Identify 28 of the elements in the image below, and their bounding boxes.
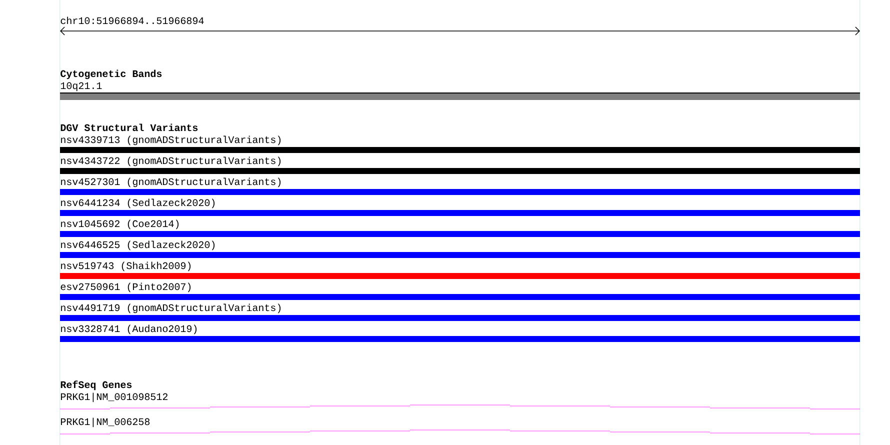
variant-track: nsv4343722 (gnomADStructuralVariants) (60, 156, 860, 174)
node-label: nsv6441234 (Sedlazeck2020) (61, 198, 215, 208)
variant-track: nsv519743 (Shaikh2009) (60, 262, 860, 279)
variant-track: esv2750961 (Pinto2007) (60, 282, 860, 300)
node-label: nsv6446525 (Sedlazeck2020) (61, 240, 215, 250)
track-heading: DGV Structural Variants (60, 124, 198, 132)
gene-track: PRKG1|NM_001098512 (60, 392, 860, 410)
node-label: 10q21.1 (60, 82, 102, 92)
variant-track: nsv4491719 (gnomADStructuralVariants) (60, 304, 860, 321)
node-label: nsv4491719 (gnomADStructuralVariants) (61, 304, 281, 314)
node-label: nsv4343722 (gnomADStructuralVariants) (61, 156, 281, 166)
variant-track: nsv4527301 (gnomADStructuralVariants) (60, 178, 860, 195)
track-heading: RefSeq Genes (60, 380, 132, 390)
variant-track: nsv6441234 (Sedlazeck2020) (60, 198, 860, 216)
coordinate-label: chr10:51966894..51966894 (60, 16, 204, 24)
node-label: esv2750961 (Pinto2007) (60, 282, 191, 292)
variant-track: nsv6446525 (Sedlazeck2020) (60, 240, 860, 258)
cytoband-track: 10q21.1 (60, 82, 860, 100)
variant-track: nsv4339713 (gnomADStructuralVariants) (60, 136, 860, 153)
node-label: nsv4527301 (gnomADStructuralVariants) (61, 178, 281, 188)
variant-track: nsv1045692 (Coe2014) (60, 220, 860, 237)
variant-track: nsv3328741 (Audano2019) (60, 324, 860, 342)
node-label: nsv519743 (Shaikh2009) (61, 262, 191, 272)
track-heading: Cytogenetic Bands (60, 70, 162, 80)
gene-track: PRKG1|NM_006258 (60, 418, 860, 434)
node-label: nsv3328741 (Audano2019) (61, 324, 197, 334)
node-label: nsv1045692 (Coe2014) (61, 220, 179, 230)
node-label: nsv4339713 (gnomADStructuralVariants) (61, 136, 281, 146)
